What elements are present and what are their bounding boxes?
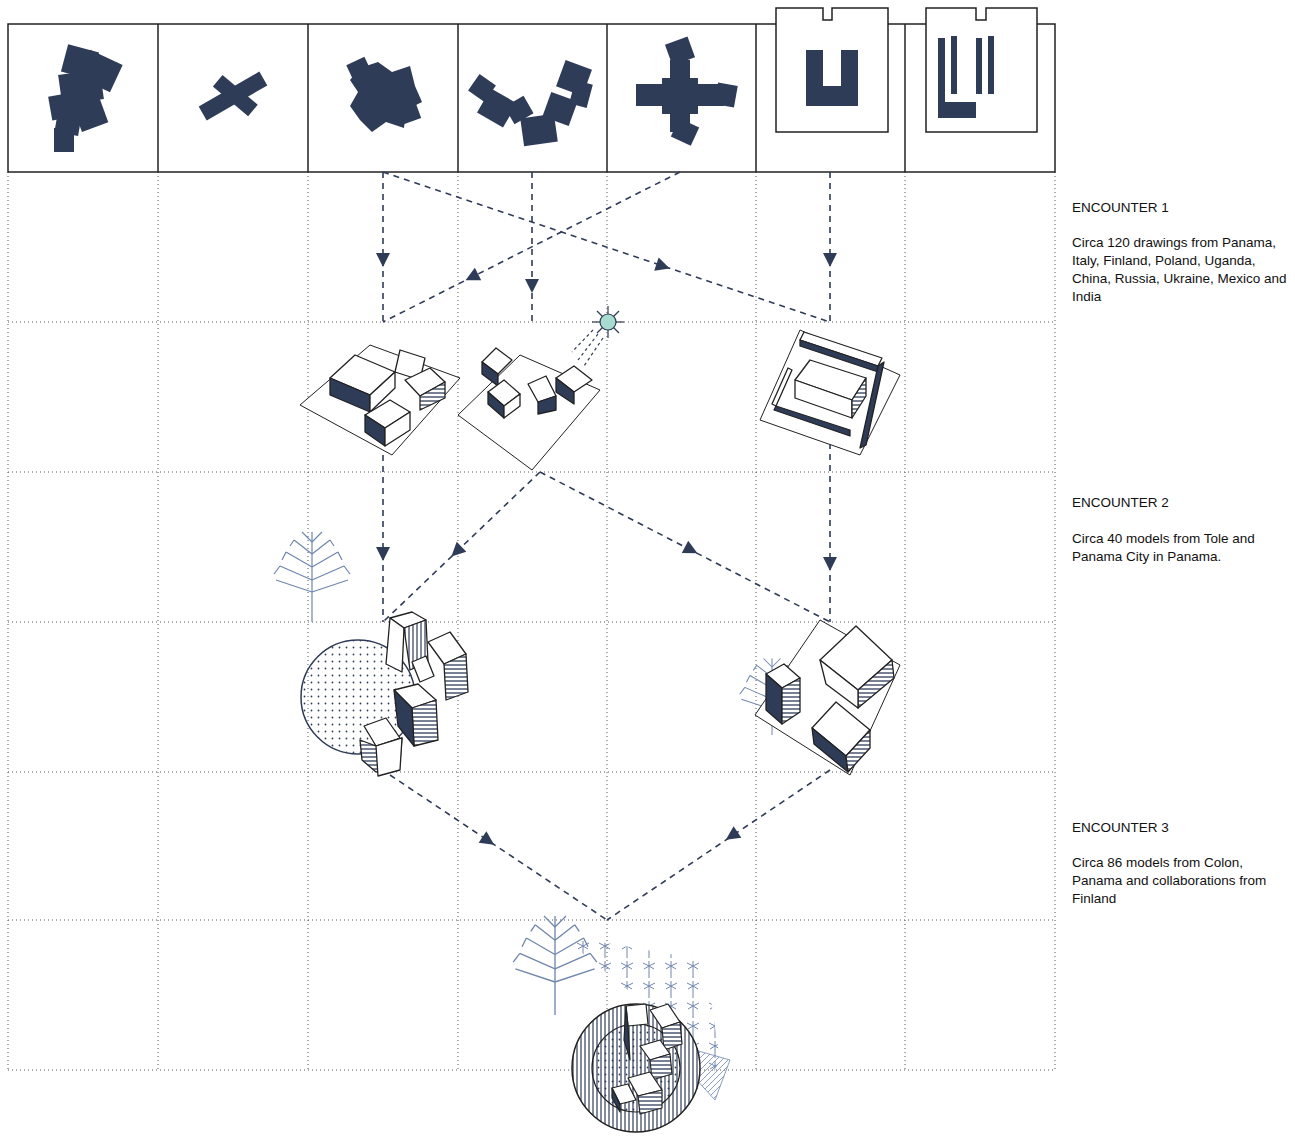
encounter-note: Circa 86 models from Colon, Panama and c… (1072, 854, 1287, 908)
encounter-heading: ENCOUNTER 3 (1072, 819, 1287, 837)
encounter-heading: ENCOUNTER 1 (1072, 199, 1287, 217)
encounter-note: Circa 120 drawings from Panama, Italy, F… (1072, 234, 1287, 306)
encounter-note: Circa 40 models from Tole and Panama Cit… (1072, 530, 1287, 566)
encounter-heading: ENCOUNTER 2 (1072, 494, 1287, 512)
